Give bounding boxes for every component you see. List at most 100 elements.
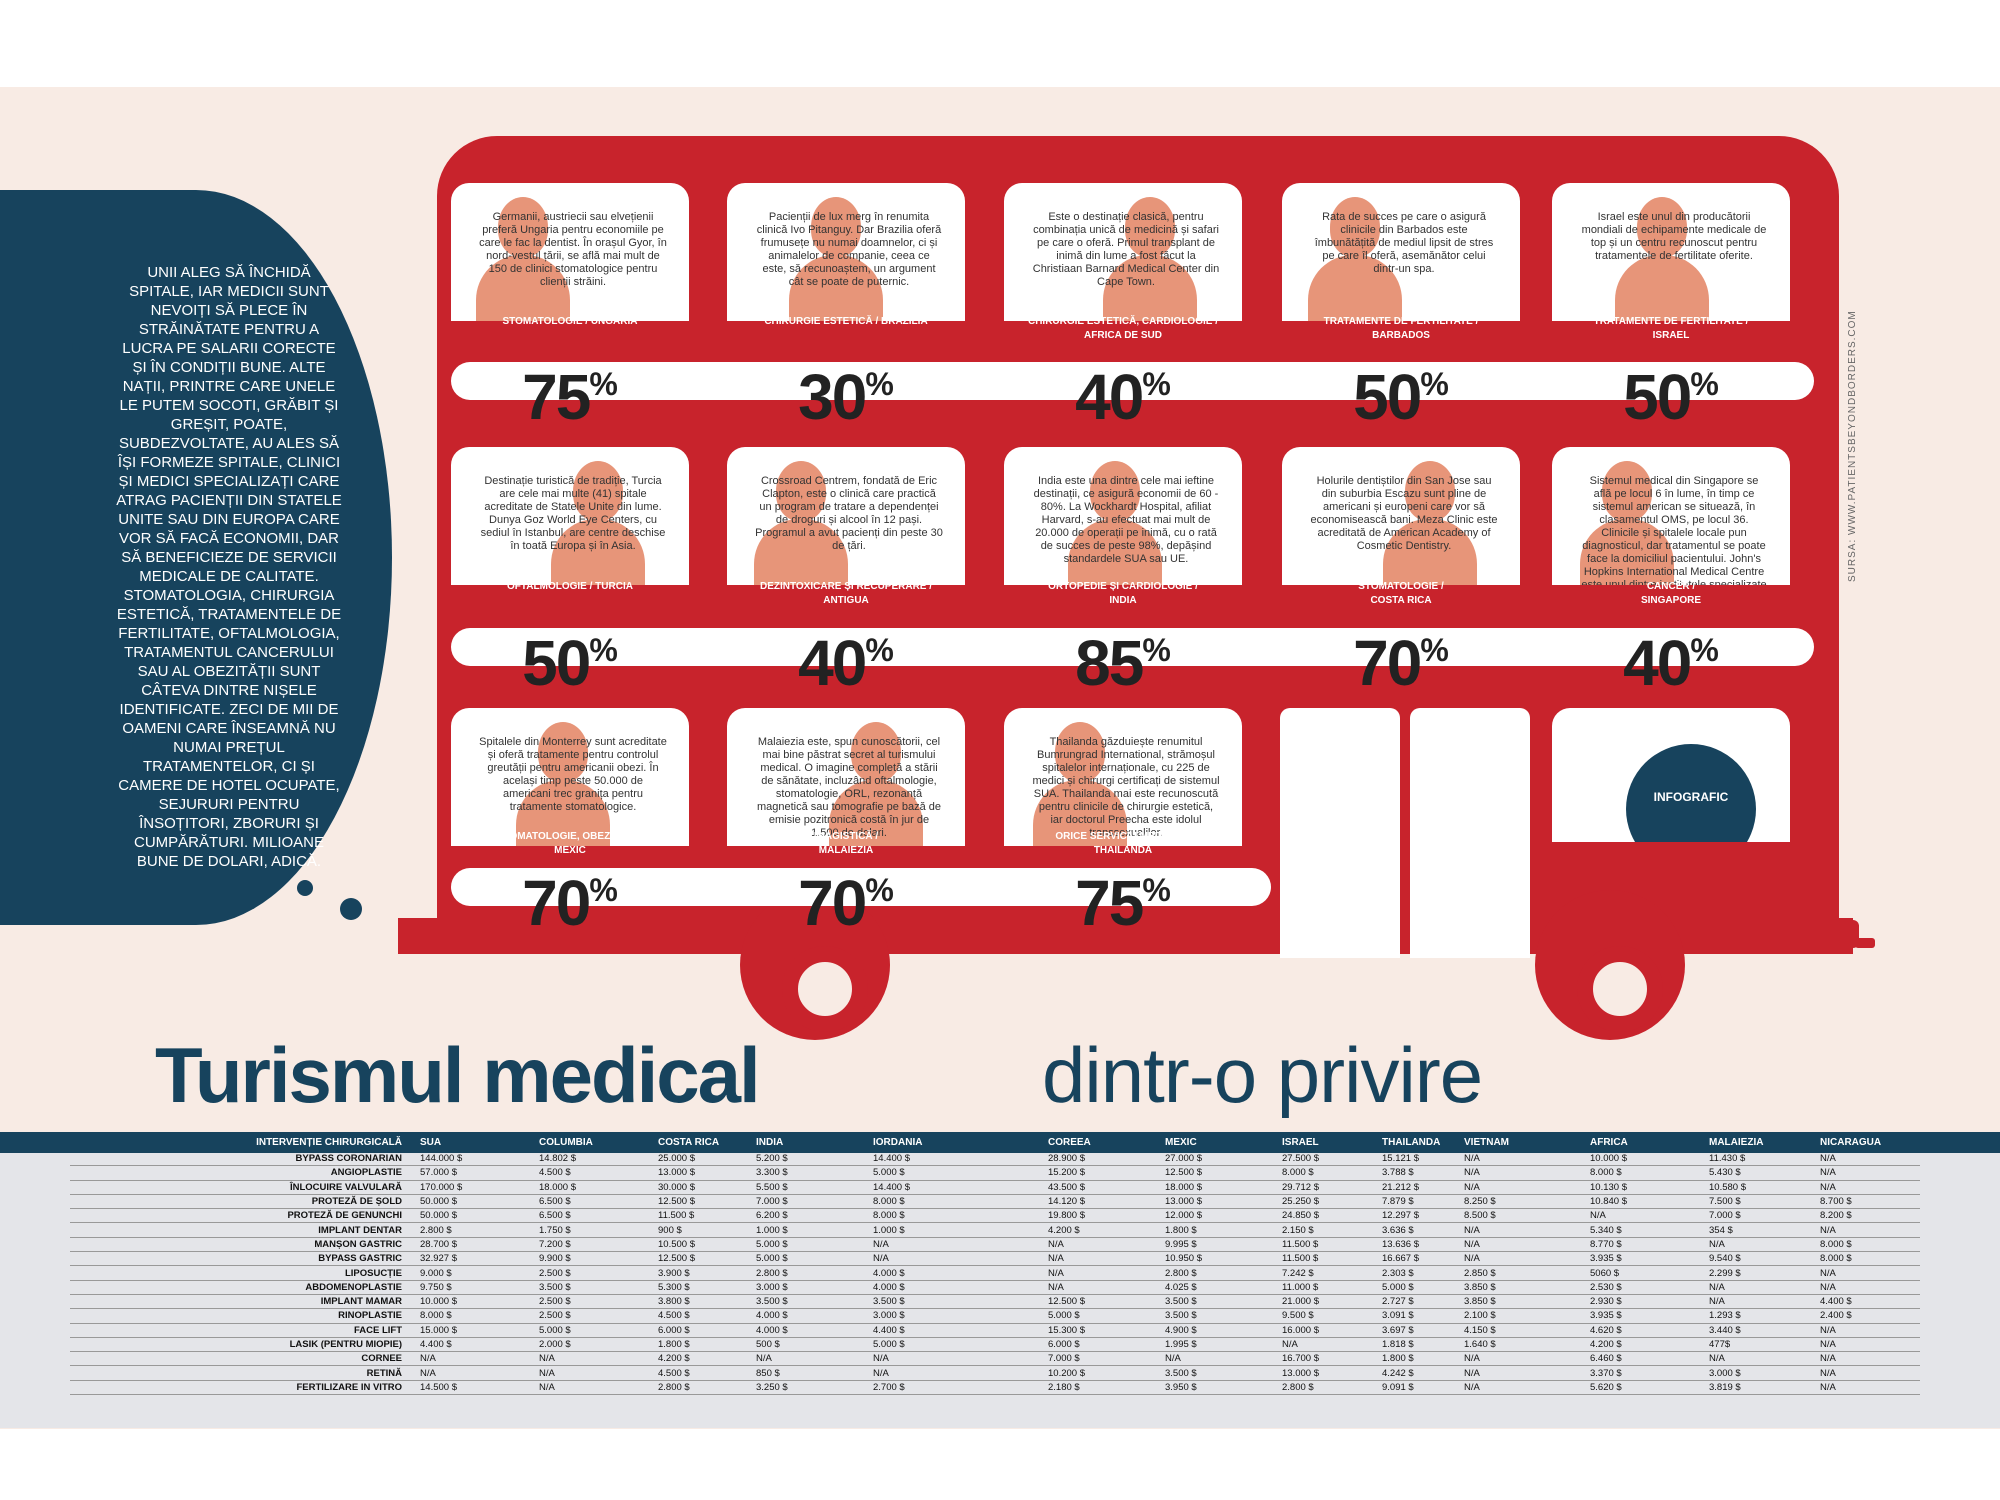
- window-text: Malaiezia este, spun cunoscătorii, cel m…: [756, 736, 942, 839]
- bus-door-left: [1280, 708, 1400, 958]
- price-cell: N/A: [1707, 1280, 1818, 1295]
- price-cell: 7.242 $: [1280, 1265, 1380, 1281]
- price-cell: 13.000 $: [1280, 1365, 1380, 1381]
- price-cell: 10.000 $: [418, 1294, 537, 1310]
- silhouette-head: [538, 722, 588, 782]
- procedure-name: ABDOMENOPLASTIE: [70, 1280, 418, 1295]
- price-cell: 4.025 $: [1163, 1280, 1280, 1295]
- price-cell: 1.800 $: [656, 1337, 754, 1353]
- price-cell: 9.000 $: [418, 1265, 537, 1281]
- price-cell: 6.200 $: [754, 1208, 871, 1224]
- silhouette-body: [1068, 519, 1162, 585]
- price-cell: 2.727 $: [1380, 1294, 1462, 1310]
- silhouette-head: [1090, 461, 1140, 521]
- price-cell: 13.636 $: [1380, 1237, 1462, 1253]
- silhouette-body: [1308, 255, 1402, 321]
- price-cell: N/A: [537, 1365, 656, 1381]
- table-header-cell: INDIA: [756, 1137, 784, 1148]
- person-silhouette-icon: [1383, 461, 1477, 585]
- price-cell: 5.000 $: [1380, 1280, 1462, 1295]
- price-cell: 14.400 $: [871, 1180, 1046, 1195]
- price-cell: 10.200 $: [1046, 1365, 1163, 1381]
- percent-symbol: %: [1690, 366, 1719, 402]
- window-text: Holurile dentiștilor din San Jose sau di…: [1310, 475, 1498, 552]
- price-cell: N/A: [754, 1351, 871, 1367]
- price-cell: 57.000 $: [418, 1165, 537, 1181]
- percent-symbol: %: [589, 632, 618, 668]
- price-cell: 5.340 $: [1588, 1222, 1707, 1238]
- silhouette-body: [1033, 780, 1127, 846]
- price-cell: 4.000 $: [871, 1280, 1046, 1295]
- price-cell: N/A: [1818, 1280, 1920, 1295]
- price-cell: 25.000 $: [656, 1152, 754, 1167]
- price-cell: 27.000 $: [1163, 1152, 1280, 1167]
- price-cell: 21.212 $: [1380, 1180, 1462, 1195]
- price-cell: 2.700 $: [871, 1380, 1046, 1396]
- price-cell: 4.150 $: [1462, 1323, 1588, 1338]
- window-text: Pacienții de lux merg în renumita clinic…: [756, 211, 942, 288]
- price-cell: 3.500 $: [871, 1294, 1046, 1310]
- price-cell: N/A: [1818, 1180, 1920, 1195]
- price-cell: N/A: [1046, 1251, 1163, 1267]
- price-cell: N/A: [418, 1351, 537, 1367]
- window-card: Thailanda găzduiește renumitul Bumrungra…: [1004, 708, 1242, 846]
- price-cell: 12.500 $: [1163, 1165, 1280, 1181]
- price-cell: 4.200 $: [1046, 1222, 1163, 1238]
- price-cell: 3.935 $: [1588, 1308, 1707, 1324]
- price-cell: 3.500 $: [754, 1294, 871, 1310]
- price-cell: 12.000 $: [1163, 1208, 1280, 1224]
- person-silhouette-icon: [754, 461, 848, 585]
- price-cell: 3.000 $: [754, 1280, 871, 1295]
- procedure-name: MANȘON GASTRIC: [70, 1237, 418, 1253]
- price-cell: 2.000 $: [537, 1337, 656, 1353]
- window-percent: 70%: [450, 858, 690, 935]
- price-cell: N/A: [1707, 1351, 1818, 1367]
- price-cell: 10.580 $: [1707, 1180, 1818, 1195]
- price-cell: 3.800 $: [656, 1294, 754, 1310]
- price-cell: 144.000 $: [418, 1152, 537, 1167]
- window-label: ORTOPEDIE ȘI CARDIOLOGIE / INDIA: [1048, 581, 1198, 606]
- price-cell: N/A: [1818, 1265, 1920, 1281]
- procedure-name: CORNEE: [70, 1351, 418, 1367]
- price-cell: 354 $: [1707, 1222, 1818, 1238]
- price-cell: 14.120 $: [1046, 1194, 1163, 1210]
- percent-symbol: %: [1142, 366, 1171, 402]
- bus-stripe-2: [451, 628, 1814, 666]
- table-row: LASIK (PENTRU MIOPIE)4.400 $2.000 $1.800…: [70, 1337, 1920, 1353]
- price-cell: 6.460 $: [1588, 1351, 1707, 1367]
- price-cell: 1.640 $: [1462, 1337, 1588, 1353]
- price-cell: N/A: [871, 1365, 1046, 1381]
- price-cell: 2.180 $: [1046, 1380, 1163, 1396]
- person-silhouette-icon: [1103, 197, 1197, 321]
- price-cell: 28.700 $: [418, 1237, 537, 1253]
- person-silhouette-icon: [789, 197, 883, 321]
- price-cell: 9.540 $: [1707, 1251, 1818, 1267]
- title-sub: dintr-o privire: [1042, 1031, 1483, 1119]
- window-card: India este una dintre cele mai ieftine d…: [1004, 447, 1242, 585]
- silhouette-head: [851, 722, 901, 782]
- silhouette-body: [516, 780, 610, 846]
- price-cell: 3.000 $: [871, 1308, 1046, 1324]
- person-silhouette-icon: [476, 197, 570, 321]
- table-header-cell: COLUMBIA: [539, 1137, 593, 1148]
- price-cell: 11.430 $: [1707, 1152, 1818, 1167]
- price-cell: 15.200 $: [1046, 1165, 1163, 1181]
- window-card: Germanii, austriecii sau elvețienii pref…: [451, 183, 689, 321]
- window-label: CHIRURGIE ESTETICĂ, CARDIOLOGIE / AFRICA…: [1027, 316, 1218, 341]
- price-cell: 5.000 $: [537, 1323, 656, 1338]
- bubble-text: Unii aleg să închidă spitale, iar medici…: [116, 264, 342, 870]
- silhouette-head: [776, 461, 826, 521]
- price-cell: 2.800 $: [656, 1380, 754, 1396]
- window-text: Israel este unul din producătorii mondia…: [1581, 211, 1767, 262]
- price-cell: N/A: [1462, 1380, 1588, 1396]
- percent-symbol: %: [1420, 632, 1449, 668]
- window-card: Pacienții de lux merg în renumita clinic…: [727, 183, 965, 321]
- percent-value: 40: [1075, 361, 1144, 433]
